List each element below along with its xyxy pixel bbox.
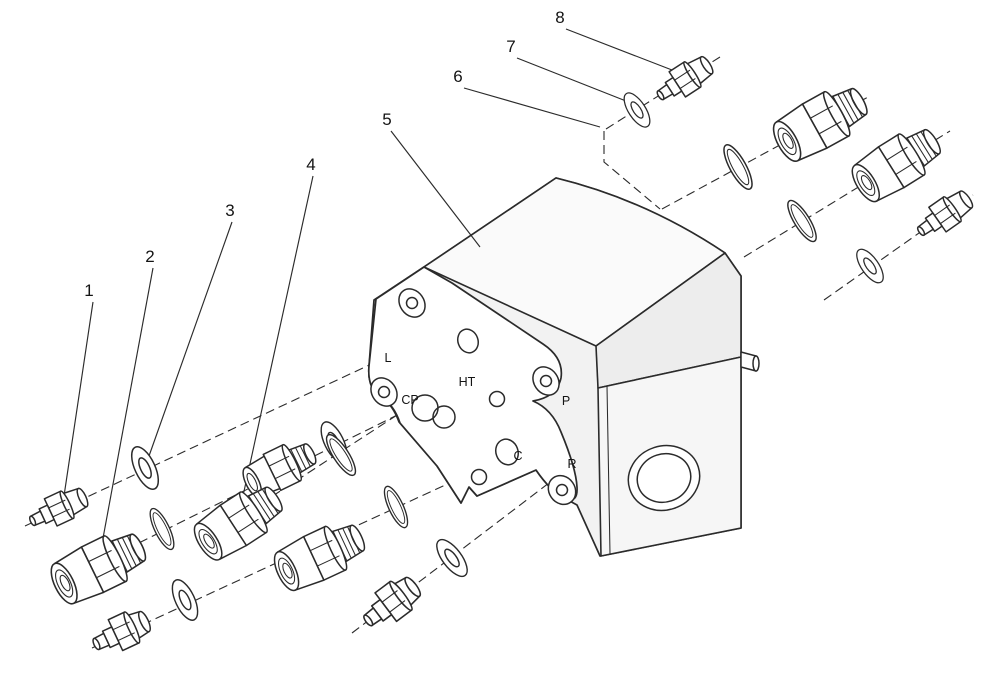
washer-3	[125, 442, 165, 494]
end-cover-port-inner	[636, 452, 692, 504]
leader-line-2	[100, 267, 154, 550]
o-ring	[379, 482, 413, 532]
pump-top-face	[423, 177, 726, 347]
callout-1-label: 1	[84, 281, 93, 300]
hex-fitting-2	[43, 522, 154, 612]
side-stub-end	[752, 355, 760, 372]
hex-plug	[354, 569, 428, 638]
port-label-ht: HT	[459, 375, 476, 389]
port-label-cp: CP	[401, 393, 418, 407]
leader-line-7	[516, 57, 627, 102]
port-label-r: R	[567, 457, 576, 471]
bolt-hole-bore	[405, 296, 419, 310]
sealing-washer-7	[618, 88, 656, 132]
axis-line	[24, 359, 381, 527]
port-bore	[432, 405, 456, 429]
callout-numbers: 1 2 3 4 5 6 7 8	[84, 8, 564, 300]
callout-6-label: 6	[453, 67, 462, 86]
port-label-p: P	[562, 394, 570, 408]
bolt-hole-bore	[377, 385, 391, 399]
pump-body: L HT CP P C R	[367, 177, 760, 557]
end-cover-rim	[606, 385, 611, 555]
o-ring	[782, 196, 822, 246]
port-labels: L HT CP P C R	[385, 351, 577, 471]
callout-8-label: 8	[555, 8, 564, 27]
axis-bend-line	[603, 131, 661, 210]
o-ring	[144, 504, 180, 554]
hex-plug-1	[23, 481, 93, 537]
hex-fitting	[765, 76, 876, 169]
callout-5-label: 5	[382, 110, 391, 129]
hex-plug-8	[649, 50, 719, 110]
port-label-l: L	[385, 351, 392, 365]
body-edge	[595, 252, 726, 347]
leader-line-8	[565, 28, 673, 71]
washer	[430, 534, 474, 582]
hex-plug	[909, 184, 979, 246]
leader-line-4	[240, 175, 314, 506]
hex-fitting	[236, 433, 323, 504]
callout-3-label: 3	[225, 201, 234, 220]
washer	[166, 575, 204, 625]
leader-line-5	[390, 130, 481, 248]
leader-lines	[63, 28, 673, 550]
leader-line-1	[63, 301, 94, 497]
port-bore	[470, 468, 488, 486]
body-edge	[595, 345, 599, 389]
leader-line-3	[148, 221, 233, 457]
hex-fitting	[844, 118, 950, 210]
leader-line-6	[463, 87, 601, 128]
callout-2-label: 2	[145, 247, 154, 266]
port-label-c: C	[513, 449, 522, 463]
flange-port-bores	[411, 328, 520, 486]
port-bore	[494, 438, 520, 466]
flange-bolt-holes	[370, 288, 577, 506]
o-ring-6	[718, 140, 758, 194]
port-bore	[488, 390, 506, 408]
bolt-hole-bore	[539, 374, 553, 388]
hex-plug	[86, 603, 156, 662]
callout-7-label: 7	[506, 37, 515, 56]
bolt-hole-bore	[555, 483, 569, 497]
axis-line	[823, 194, 974, 301]
callout-4-label: 4	[306, 155, 315, 174]
washer	[851, 244, 889, 288]
body-edge	[423, 266, 597, 347]
port-bore	[456, 328, 480, 354]
hex-fitting	[267, 513, 373, 598]
